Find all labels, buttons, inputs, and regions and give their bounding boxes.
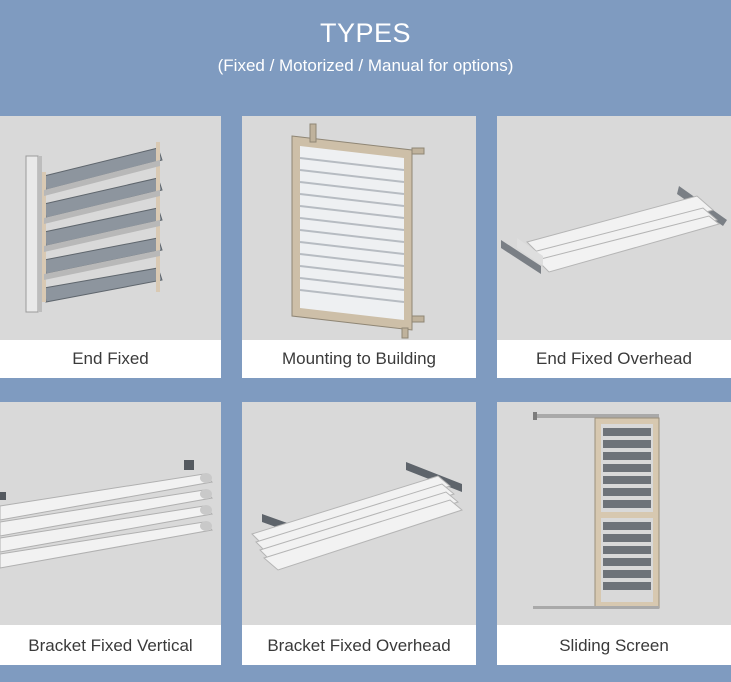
card-label: Bracket Fixed Overhead: [242, 627, 476, 665]
card-label: Mounting to Building: [242, 340, 476, 378]
card-label: End Fixed Overhead: [497, 340, 731, 378]
type-card-mounting-to-building[interactable]: Mounting to Building: [242, 116, 476, 378]
type-card-end-fixed[interactable]: End Fixed: [0, 116, 221, 378]
end-fixed-louver-image: [0, 116, 221, 340]
bracket-overhead-louver-image: [242, 402, 476, 625]
sliding-screen-louver-image: [497, 402, 731, 625]
type-card-sliding-screen[interactable]: Sliding Screen: [497, 402, 731, 665]
type-card-bracket-fixed-overhead[interactable]: Bracket Fixed Overhead: [242, 402, 476, 665]
card-label: End Fixed: [0, 340, 221, 378]
page-title: TYPES: [319, 18, 412, 48]
card-label: Bracket Fixed Vertical: [0, 627, 221, 665]
bracket-vertical-louver-image: [0, 402, 221, 625]
card-label: Sliding Screen: [497, 627, 731, 665]
type-card-end-fixed-overhead[interactable]: End Fixed Overhead: [497, 116, 731, 378]
type-card-bracket-fixed-vertical[interactable]: Bracket Fixed Vertical: [0, 402, 221, 665]
page-subtitle: (Fixed / Motorized / Manual for options): [217, 56, 514, 75]
overhead-louver-image: [497, 116, 731, 340]
mounting-louver-image: [242, 116, 476, 340]
